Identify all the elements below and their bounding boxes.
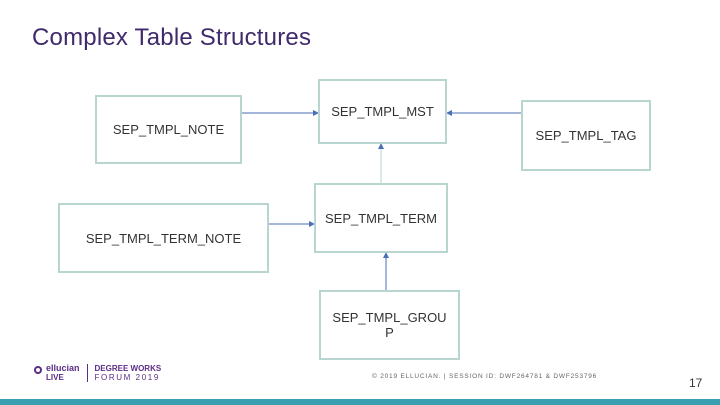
footer-accent-bar — [0, 399, 720, 405]
node-sep-tmpl-note: SEP_TMPL_NOTE — [95, 95, 242, 164]
node-sep-tmpl-term-note: SEP_TMPL_TERM_NOTE — [58, 203, 269, 273]
logo-forum-text: FORUM 2019 — [94, 373, 160, 382]
logo-live-text: LIVE — [46, 373, 64, 382]
ellucian-forum-logo: ellucian LIVE DEGREE WORKS FORUM 2019 — [34, 364, 161, 382]
node-label: SEP_TMPL_TERM_NOTE — [85, 230, 242, 246]
page-number: 17 — [689, 376, 703, 390]
ellucian-logo-icon — [34, 366, 42, 374]
node-sep-tmpl-group: SEP_TMPL_GROU P — [319, 290, 460, 360]
logo-ellucian-text: ellucian — [46, 363, 80, 373]
node-label: SEP_TMPL_NOTE — [112, 122, 225, 137]
logo-divider — [86, 364, 88, 382]
node-sep-tmpl-mst: SEP_TMPL_MST — [318, 79, 447, 144]
node-label: SEP_TMPL_GROU P — [332, 310, 447, 340]
logo-degree-works-text: DEGREE WORKS — [94, 364, 162, 373]
node-sep-tmpl-tag: SEP_TMPL_TAG — [521, 100, 651, 171]
slide-title: Complex Table Structures — [32, 24, 312, 51]
node-sep-tmpl-term: SEP_TMPL_TERM — [314, 183, 448, 253]
node-label: SEP_TMPL_TAG — [535, 128, 637, 143]
copyright-text: © 2019 ELLUCIAN. | SESSION ID: DWF264781… — [372, 373, 598, 380]
node-label: SEP_TMPL_MST — [331, 104, 434, 119]
node-label: SEP_TMPL_TERM — [325, 210, 437, 226]
